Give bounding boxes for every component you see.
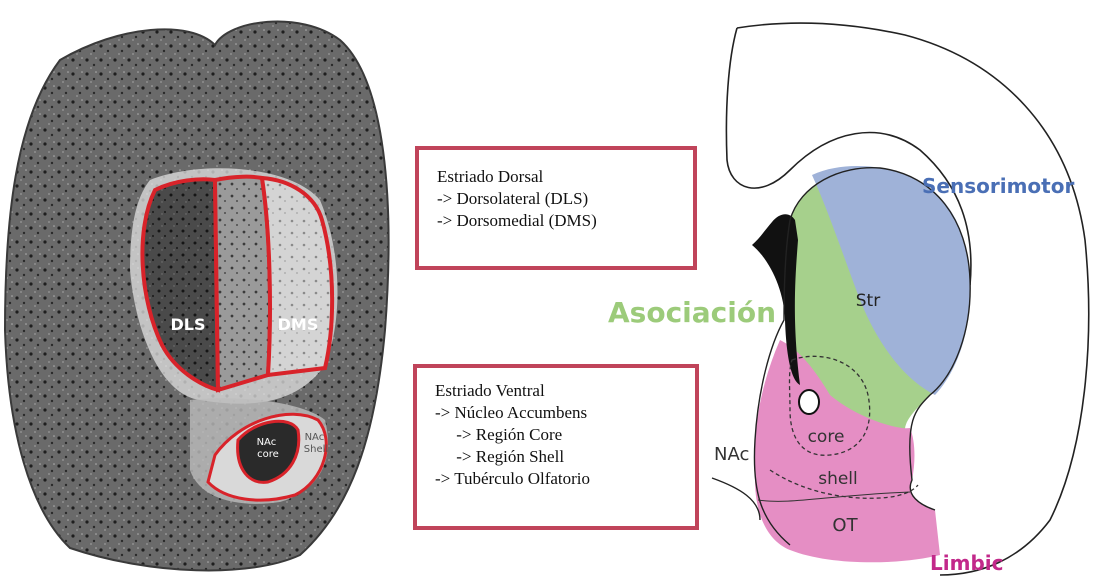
asociacion-label: Asociación (608, 296, 776, 329)
nac-pointer-line (712, 478, 760, 520)
limbic-label: Limbic (930, 551, 1003, 575)
core-label: core (808, 427, 845, 447)
nac-label: NAc (714, 444, 749, 465)
sensorimotor-label: Sensorimotor (922, 174, 1074, 198)
shell-label: shell (818, 469, 858, 489)
str-label: Str (856, 291, 880, 311)
anterior-commissure (799, 390, 819, 414)
ot-label: OT (832, 515, 858, 536)
